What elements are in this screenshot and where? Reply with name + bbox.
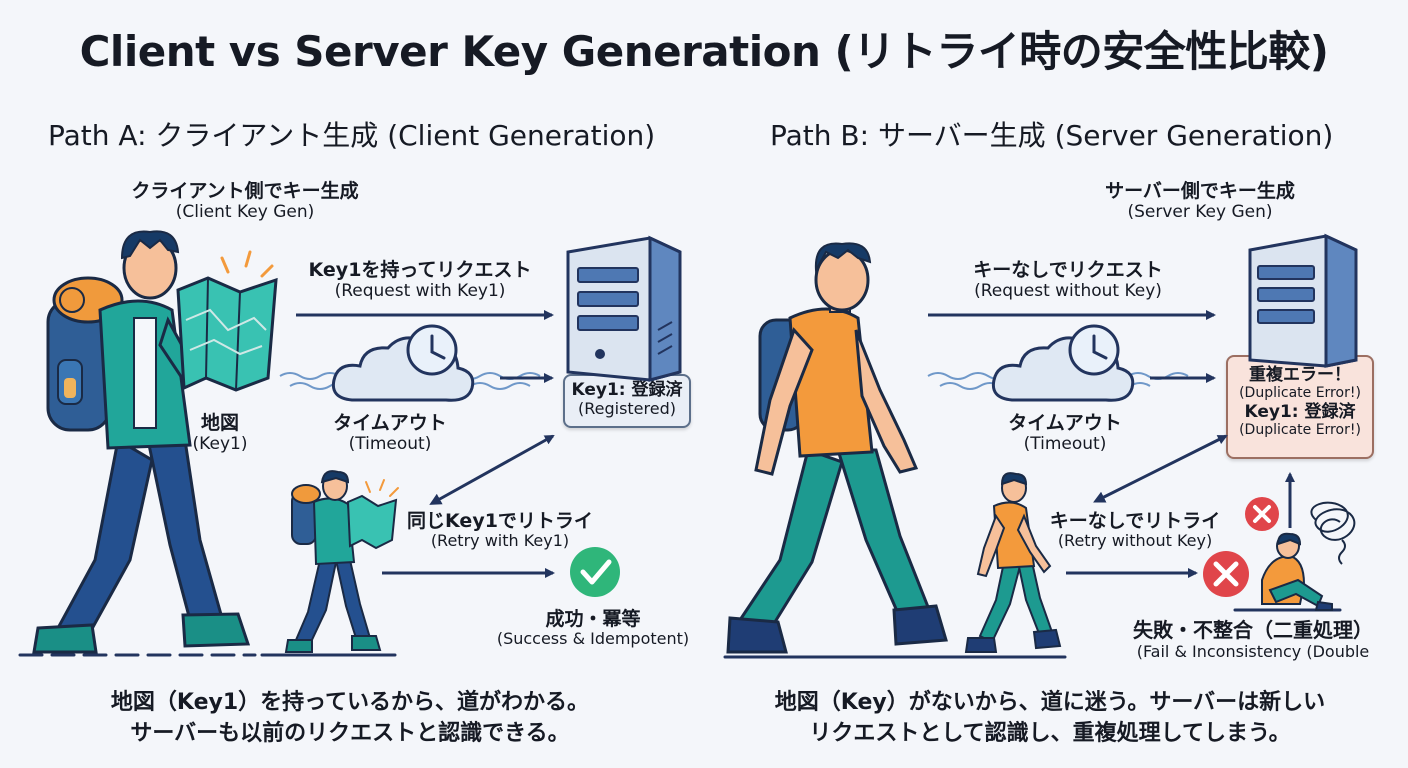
path-a-keygen-jp: クライアント側でキー生成 <box>131 180 359 202</box>
path-a-registered-en: (Registered) <box>577 399 676 419</box>
path-a-keygen-en: (Client Key Gen) <box>175 202 315 223</box>
path-b-error-line4: (Duplicate Error!) <box>1239 421 1361 438</box>
path-a-caption-line2: サーバーも以前のリクエストと認識できる。 <box>130 721 570 747</box>
path-b-caption: 地図（Key）がないから、道に迷う。サーバーは新しい リクエストとして認識し、重… <box>710 687 1390 749</box>
path-b-timeout-wave-icon <box>927 372 1189 390</box>
path-a-timeout-wave-icon <box>279 372 541 390</box>
path-a-retry-en: (Retry with Key1) <box>430 531 570 551</box>
path-b-error-line2: (Duplicate Error!) <box>1239 385 1361 402</box>
path-b-request-jp: キーなしでリクエスト <box>973 259 1163 281</box>
path-a-keygen-label: クライアント側でキー生成 (Client Key Gen) <box>105 180 385 222</box>
path-b-timeout-jp: タイムアウト <box>1008 412 1122 434</box>
small-error-x-icon <box>1245 497 1279 531</box>
path-a-clock-icon <box>406 324 458 376</box>
walker-without-map-icon <box>726 242 948 654</box>
path-a-registered-jp: Key1: 登録済 <box>571 380 683 400</box>
path-b-caption-line2: リクエストとして認識し、重複処理してしまう。 <box>809 721 1291 747</box>
path-a-registered-box: Key1: 登録済 (Registered) <box>563 374 691 428</box>
path-b-result-jp: 失敗・不整合（二重処理） <box>1133 618 1373 642</box>
path-b-result-en: (Fail & Inconsistency (Double <box>1136 641 1370 661</box>
path-a-retry-jp: 同じKey1でリトライ <box>407 510 593 532</box>
success-check-icon <box>570 547 620 597</box>
path-a-retry-label: 同じKey1でリトライ (Retry with Key1) <box>390 510 610 551</box>
path-b-timeout-en: (Timeout) <box>1023 434 1107 455</box>
small-walker-icon <box>964 472 1062 653</box>
path-a-map-jp: 地図 <box>200 412 239 434</box>
path-b-timeout-label: タイムアウト (Timeout) <box>995 412 1135 454</box>
path-a-timeout-en: (Timeout) <box>348 434 432 455</box>
path-a-timeout-label: タイムアウト (Timeout) <box>320 412 460 454</box>
path-b-error-line1: 重複エラー！ <box>1249 365 1351 385</box>
path-a-result-label: 成功・冪等 (Success & Idempotent) <box>478 608 708 649</box>
path-a-caption: 地図（Key1）を持っているから、道がわかる。 サーバーも以前のリクエストと認識… <box>30 687 670 749</box>
path-a-server-icon <box>566 235 682 382</box>
path-b-result-label: 失敗・不整合（二重処理） (Fail & Inconsistency (Doub… <box>1108 618 1398 661</box>
path-a-cloud-icon <box>331 336 475 402</box>
path-a-timeout-jp: タイムアウト <box>333 412 447 434</box>
path-a-map-label: 地図 (Key1) <box>175 412 265 454</box>
path-a-request-en: (Request with Key1) <box>334 281 506 302</box>
path-b-caption-line1: 地図（Key）がないから、道に迷う。サーバーは新しい <box>774 690 1326 715</box>
path-b-error-box: 重複エラー！ (Duplicate Error!) Key1: 登録済 (Dup… <box>1226 355 1374 459</box>
path-b-keygen-label: サーバー側でキー生成 (Server Key Gen) <box>1095 180 1305 222</box>
path-a-request-jp: Key1を持ってリクエスト <box>308 259 532 281</box>
path-a-map-en: (Key1) <box>192 434 248 455</box>
confusion-scribble-icon <box>1310 501 1356 565</box>
path-b-keygen-jp: サーバー側でキー生成 <box>1105 180 1295 202</box>
path-a-result-jp: 成功・冪等 <box>545 608 641 630</box>
path-b-title: Path B: サーバー生成 (Server Generation) <box>770 119 1334 152</box>
path-b-server-icon <box>1248 233 1358 368</box>
path-a-caption-line1: 地図（Key1）を持っているから、道がわかる。 <box>110 690 590 715</box>
path-a-result-en: (Success & Idempotent) <box>496 629 690 649</box>
path-a-title: Path A: クライアント生成 (Client Generation) <box>48 119 656 152</box>
path-a-request-label: Key1を持ってリクエスト (Request with Key1) <box>295 259 545 301</box>
path-b-cloud-icon <box>991 336 1135 402</box>
path-b-clock-icon <box>1068 324 1120 376</box>
path-b-request-label: キーなしでリクエスト (Request without Key) <box>948 259 1188 301</box>
path-b-retry-label: キーなしでリトライ (Retry without Key) <box>1030 510 1240 551</box>
page-title: Client vs Server Key Generation (リトライ時の安… <box>79 27 1329 76</box>
confused-person-icon <box>1261 532 1333 611</box>
path-b-retry-en: (Retry without Key) <box>1057 531 1213 551</box>
path-b-error-line3: Key1: 登録済 <box>1244 401 1356 422</box>
path-b-retry-jp: キーなしでリトライ <box>1049 510 1221 532</box>
error-x-icon <box>1203 551 1249 597</box>
small-hiker-icon <box>284 470 399 653</box>
path-b-keygen-en: (Server Key Gen) <box>1127 202 1273 223</box>
path-b-request-en: (Request without Key) <box>974 281 1162 302</box>
